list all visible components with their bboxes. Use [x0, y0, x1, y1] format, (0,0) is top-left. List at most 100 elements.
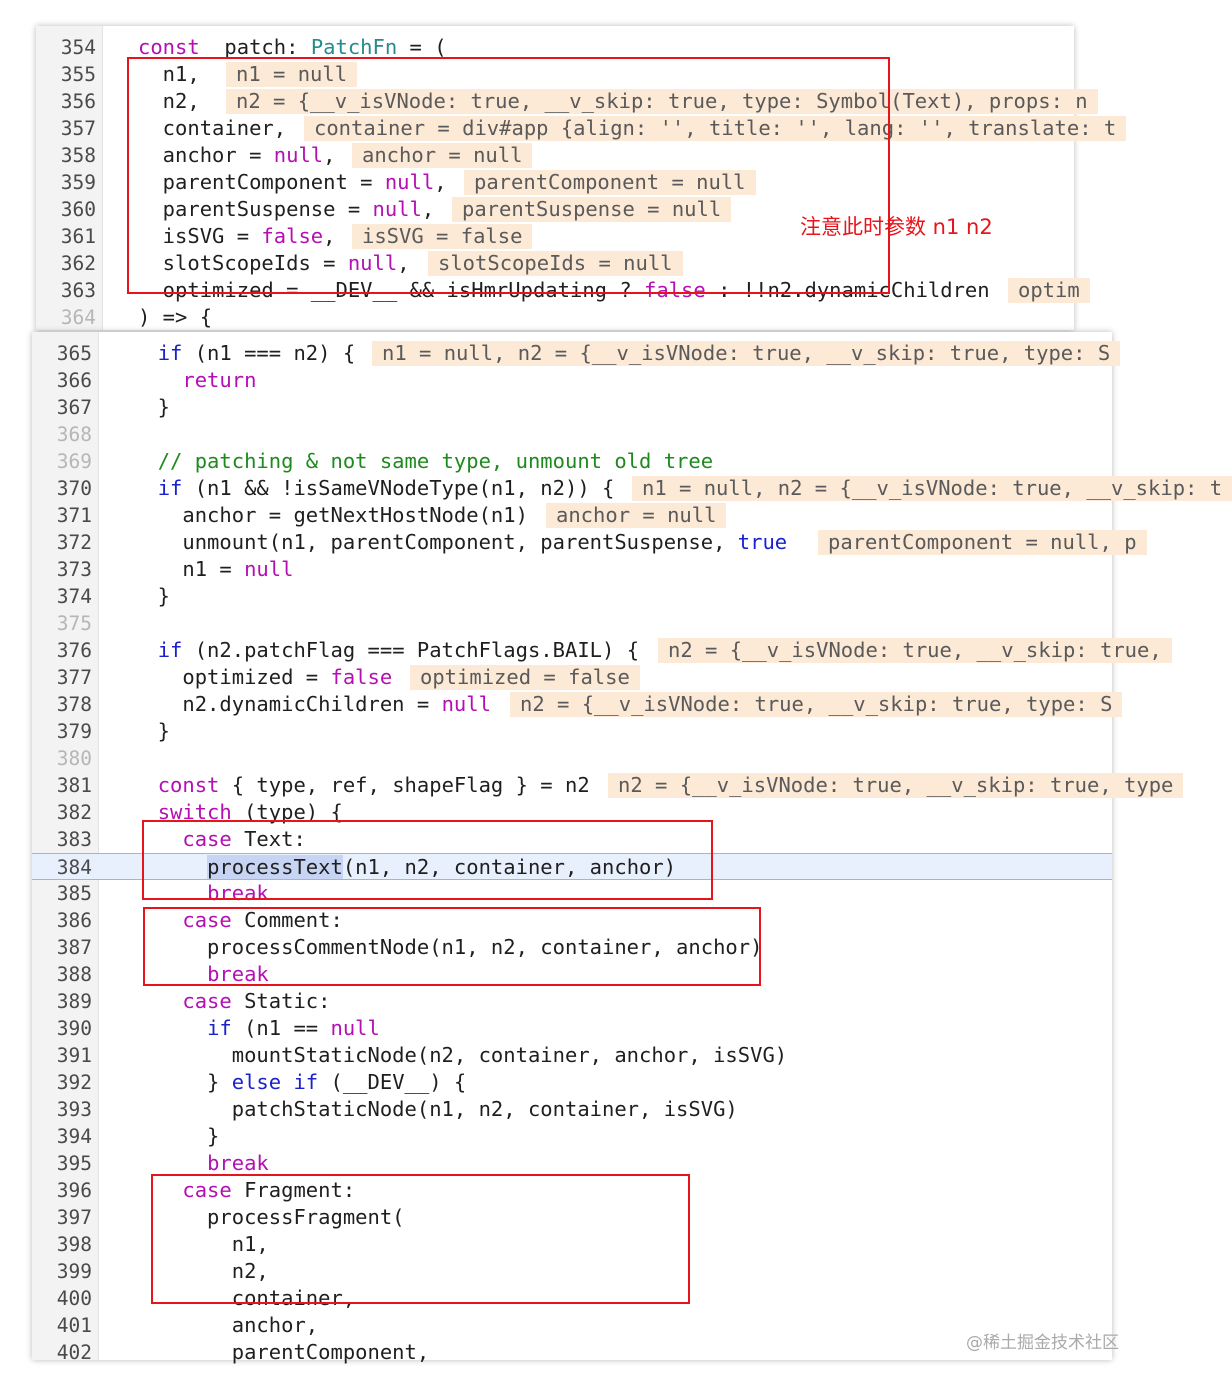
- code-line[interactable]: 397 processFragment(: [32, 1204, 1112, 1231]
- code-text: anchor = null,: [138, 143, 336, 167]
- line-number: 364: [60, 306, 96, 329]
- code-line[interactable]: 389 case Static:: [32, 988, 1112, 1015]
- code-line[interactable]: 360 parentSuspense = null,parentSuspense…: [36, 196, 1074, 223]
- code-line[interactable]: 374 }: [32, 583, 1112, 610]
- code-line[interactable]: 375: [32, 610, 1112, 637]
- code-text: container,: [133, 1286, 356, 1310]
- line-number: 391: [56, 1044, 92, 1067]
- code-line[interactable]: 395 break: [32, 1150, 1112, 1177]
- code-line[interactable]: 373 n1 = null: [32, 556, 1112, 583]
- line-number: 376: [56, 639, 92, 662]
- code-text: n2,: [138, 89, 200, 113]
- code-line[interactable]: 399 n2,: [32, 1258, 1112, 1285]
- code-line[interactable]: 356 n2,n2 = {__v_isVNode: true, __v_skip…: [36, 88, 1098, 115]
- debug-inline-value: isSVG = false: [352, 224, 533, 249]
- code-line[interactable]: 379 }: [32, 718, 1112, 745]
- line-number: 372: [56, 531, 92, 554]
- code-line[interactable]: 361 isSVG = false,isSVG = false: [36, 223, 1074, 250]
- line-number: 393: [56, 1098, 92, 1121]
- code-text: switch (type) {: [157, 800, 343, 824]
- line-number: 355: [60, 63, 96, 86]
- code-line[interactable]: 364) => {: [36, 304, 1074, 331]
- code-text: unmount(n1, parentComponent, parentSuspe…: [133, 530, 788, 554]
- code-text: patchStaticNode(n1, n2, container, isSVG…: [133, 1097, 738, 1121]
- code-line[interactable]: 368: [32, 421, 1112, 448]
- code-line[interactable]: 362 slotScopeIds = null,slotScopeIds = n…: [36, 250, 1074, 277]
- code-line[interactable]: 382 switch (type) {: [32, 799, 1112, 826]
- line-number: 396: [56, 1179, 92, 1202]
- code-line[interactable]: 394 }: [32, 1123, 1112, 1150]
- line-number: 385: [56, 882, 92, 905]
- debug-inline-value: optim: [1008, 278, 1090, 303]
- code-text: return: [182, 368, 257, 392]
- code-text: break: [207, 1151, 269, 1175]
- code-line[interactable]: 401 anchor,: [32, 1312, 1112, 1339]
- code-text: parentSuspense = null,: [138, 197, 435, 221]
- code-text: isSVG = false,: [138, 224, 336, 248]
- code-text: processText(n1, n2, container, anchor): [207, 855, 677, 879]
- code-text: if (n1 && !isSameVNodeType(n1, n2)) {: [157, 476, 615, 500]
- code-line[interactable]: 370 if (n1 && !isSameVNodeType(n1, n2)) …: [32, 475, 1232, 502]
- line-number: 390: [56, 1017, 92, 1040]
- code-line[interactable]: 383 case Text:: [32, 826, 1112, 853]
- code-line[interactable]: 398 n1,: [32, 1231, 1112, 1258]
- line-number: 395: [56, 1152, 92, 1175]
- code-text: mountStaticNode(n2, container, anchor, i…: [133, 1043, 788, 1067]
- line-number-gutter: [36, 26, 103, 330]
- debug-inline-value: slotScopeIds = null: [428, 251, 683, 276]
- code-line[interactable]: 366 return: [32, 367, 1112, 394]
- line-number: 370: [56, 477, 92, 500]
- code-line[interactable]: 402 parentComponent,: [32, 1339, 1112, 1366]
- code-text: slotScopeIds = null,: [138, 251, 410, 275]
- code-line[interactable]: 391 mountStaticNode(n2, container, ancho…: [32, 1042, 1112, 1069]
- code-line[interactable]: 390 if (n1 == null: [32, 1015, 1112, 1042]
- code-text: case Static:: [182, 989, 331, 1013]
- code-text: case Fragment:: [182, 1178, 356, 1202]
- line-number: 371: [56, 504, 92, 527]
- code-line[interactable]: 357 container,container = div#app {align…: [36, 115, 1127, 142]
- code-line[interactable]: 387 processCommentNode(n1, n2, container…: [32, 934, 1112, 961]
- code-line[interactable]: 392 } else if (__DEV__) {: [32, 1069, 1112, 1096]
- code-text: n1,: [138, 62, 200, 86]
- code-line[interactable]: 388 break: [32, 961, 1112, 988]
- code-text: n1 = null: [133, 557, 294, 581]
- code-line[interactable]: 400 container,: [32, 1285, 1112, 1312]
- line-number: 368: [56, 423, 92, 446]
- code-line[interactable]: 380: [32, 745, 1112, 772]
- line-number: 365: [56, 342, 92, 365]
- line-number: 389: [56, 990, 92, 1013]
- debug-inline-value: n2 = {__v_isVNode: true, __v_skip: true,: [658, 638, 1172, 663]
- code-text: n1,: [133, 1232, 269, 1256]
- line-number: 356: [60, 90, 96, 113]
- selected-identifier: processText: [207, 855, 343, 879]
- code-line[interactable]: 386 case Comment:: [32, 907, 1112, 934]
- code-line[interactable]: 365 if (n1 === n2) {n1 = null, n2 = {__v…: [32, 340, 1121, 367]
- code-line[interactable]: 363 optimized = __DEV__ && isHmrUpdating…: [36, 277, 1090, 304]
- code-text: if (n1 === n2) {: [157, 341, 356, 365]
- code-line[interactable]: 369 // patching & not same type, unmount…: [32, 448, 1112, 475]
- code-line[interactable]: 384 processText(n1, n2, container, ancho…: [32, 853, 1112, 880]
- line-number: 360: [60, 198, 96, 221]
- code-text: } else if (__DEV__) {: [133, 1070, 467, 1094]
- code-line[interactable]: 396 case Fragment:: [32, 1177, 1112, 1204]
- code-line[interactable]: 367 }: [32, 394, 1112, 421]
- line-number: 380: [56, 747, 92, 770]
- code-line[interactable]: 355 n1,n1 = null: [36, 61, 1074, 88]
- debug-inline-value: container = div#app {align: '', title: '…: [304, 116, 1127, 141]
- line-number: 383: [56, 828, 92, 851]
- code-line[interactable]: 372 unmount(n1, parentComponent, parentS…: [32, 529, 1147, 556]
- code-text: // patching & not same type, unmount old…: [157, 449, 714, 473]
- code-line[interactable]: 393 patchStaticNode(n1, n2, container, i…: [32, 1096, 1112, 1123]
- code-line[interactable]: 385 break: [32, 880, 1112, 907]
- code-line[interactable]: 359 parentComponent = null,parentCompone…: [36, 169, 1074, 196]
- debug-inline-value: anchor = null: [352, 143, 533, 168]
- code-line[interactable]: 376 if (n2.patchFlag === PatchFlags.BAIL…: [32, 637, 1172, 664]
- line-number: 354: [60, 36, 96, 59]
- code-line[interactable]: 358 anchor = null,anchor = null: [36, 142, 1074, 169]
- code-line[interactable]: 371 anchor = getNextHostNode(n1)anchor =…: [32, 502, 1112, 529]
